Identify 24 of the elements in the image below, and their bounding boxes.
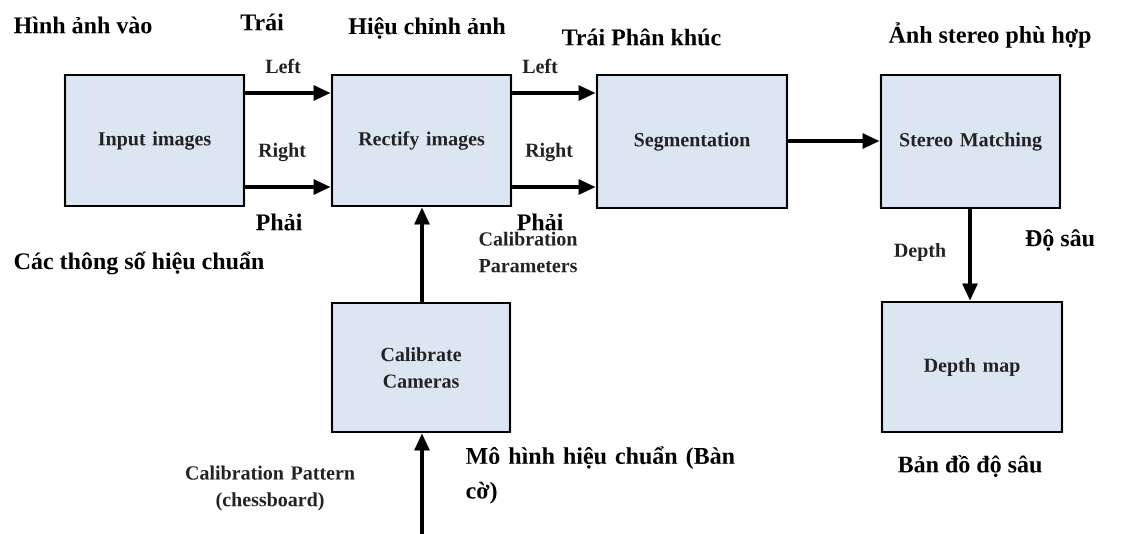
translation-label: Phải — [517, 213, 563, 231]
translation-label: Phải — [256, 213, 302, 231]
translation-label: Trái Phân khúc — [562, 28, 721, 46]
translation-label: Mô hình hiệu chuẩn (Bàn cờ) — [466, 446, 735, 504]
process-box: Stereo Matching — [879, 73, 1062, 210]
translation-label: Ảnh stereo phù hợp — [888, 22, 1091, 48]
translation-label: Trái — [240, 13, 284, 31]
process-box: Calibrate Cameras — [330, 301, 512, 434]
translation-label: Các thông số hiệu chuẩn — [14, 251, 264, 275]
edge-label: Right — [525, 142, 573, 162]
edge-label: Left — [265, 58, 301, 74]
translation-label: Bản đồ độ sâu — [898, 454, 1042, 478]
translation-label: Hiệu chỉnh ảnh — [348, 17, 506, 39]
edge-label: Calibration Pattern (chessboard) — [186, 465, 355, 511]
process-box: Input images — [63, 73, 246, 208]
edge-label: Right — [258, 142, 306, 162]
process-box: Rectify images — [330, 73, 513, 208]
process-box: Depth map — [880, 300, 1064, 434]
process-box: Segmentation — [595, 73, 789, 210]
translation-label: Hình ảnh vào — [14, 16, 152, 34]
translation-label: Độ sâu — [1025, 229, 1095, 251]
edge-label: Left — [522, 58, 558, 74]
edge-label: Calibration Parameters — [478, 231, 578, 273]
edge-label: Depth — [894, 242, 946, 262]
